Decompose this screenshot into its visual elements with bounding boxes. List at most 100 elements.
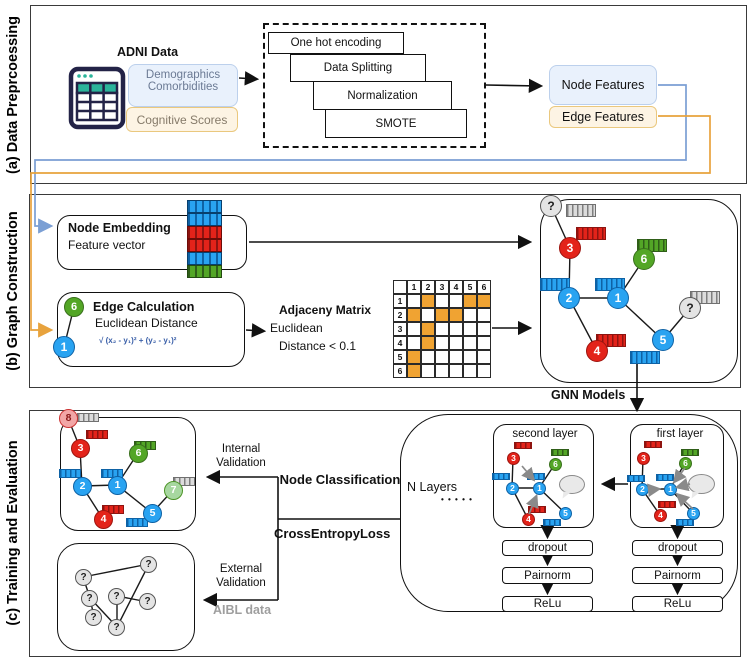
adjacency-cell: 6 bbox=[393, 364, 407, 378]
edge-calculation-title: Edge Calculation bbox=[93, 300, 195, 314]
graph-node-4: 4 bbox=[94, 510, 113, 529]
step-label: Normalization bbox=[347, 89, 418, 102]
aibl-data-label: AIBL data bbox=[212, 603, 272, 617]
embedding-stack-row-blue bbox=[187, 213, 222, 226]
feature-bar-blue bbox=[59, 469, 81, 478]
adjacency-cell: 3 bbox=[435, 280, 449, 294]
embedding-stack-row-red bbox=[187, 226, 222, 239]
edge-features-label: Edge Features bbox=[562, 110, 644, 124]
feature-bar-blue bbox=[543, 519, 561, 526]
adjacency-cell bbox=[449, 364, 463, 378]
adjacency-cell bbox=[421, 364, 435, 378]
step-smote: SMOTE bbox=[325, 109, 467, 138]
internal-label-line1: Internal bbox=[221, 443, 261, 455]
adjacency-cell bbox=[477, 350, 491, 364]
graph-node-4: 4 bbox=[586, 340, 608, 362]
graph-node-1: 1 bbox=[53, 336, 75, 358]
adjacency-cell bbox=[407, 322, 421, 336]
pairnorm-box: Pairnorm bbox=[632, 567, 723, 584]
adjacency-cell: 1 bbox=[407, 280, 421, 294]
adjacency-cell bbox=[393, 280, 407, 294]
relu-box: ReLu bbox=[632, 596, 723, 612]
comorbidities-label: Comorbidities bbox=[147, 81, 219, 93]
adjacency-cell bbox=[477, 308, 491, 322]
adjacency-matrix-title: Adjaceny Matrix bbox=[279, 303, 372, 317]
adjacency-condition-line2: Distance < 0.1 bbox=[279, 339, 357, 353]
adjacency-cell: 4 bbox=[393, 336, 407, 350]
adjacency-condition-line1: Euclidean bbox=[270, 321, 323, 335]
adjacency-cell: 2 bbox=[421, 280, 435, 294]
adjacency-cell bbox=[421, 322, 435, 336]
graph-node-2: 2 bbox=[73, 477, 92, 496]
pairnorm-label: Pairnorm bbox=[654, 569, 701, 582]
adjacency-cell bbox=[407, 294, 421, 308]
feature-bar-blue bbox=[676, 519, 694, 526]
feature-bar-blue bbox=[492, 473, 510, 480]
graph-node-unknown: ? bbox=[81, 590, 98, 607]
feature-bar-green bbox=[681, 449, 699, 456]
adni-data-title: ADNI Data bbox=[116, 45, 179, 59]
graph-node-unknown: ? bbox=[108, 619, 125, 636]
graph-node-unknown: ? bbox=[139, 593, 156, 610]
demographics-label: Demographics bbox=[145, 69, 221, 81]
adjacency-cell bbox=[463, 364, 477, 378]
graph-node-6: 6 bbox=[679, 457, 692, 470]
first-layer-label: first layer bbox=[656, 428, 704, 440]
embedding-stack-row-green bbox=[187, 265, 222, 278]
message-bubble-icon bbox=[559, 475, 585, 494]
relu-label: ReLu bbox=[533, 598, 562, 610]
embedding-stack-row-blue bbox=[187, 200, 222, 213]
graph-node-unknown: ? bbox=[679, 297, 701, 319]
second-layer-label: second layer bbox=[512, 428, 578, 440]
feature-bar-red bbox=[576, 227, 606, 240]
section-b-label: (b) Graph Construction bbox=[5, 211, 21, 371]
pairnorm-box: Pairnorm bbox=[502, 567, 593, 584]
adjacency-cell: 5 bbox=[393, 350, 407, 364]
adjacency-cell bbox=[463, 308, 477, 322]
adjacency-cell bbox=[463, 350, 477, 364]
node-classification-label: Node Classification bbox=[279, 472, 401, 487]
adjacency-cell bbox=[477, 294, 491, 308]
graph-node-3: 3 bbox=[507, 452, 520, 465]
pairnorm-label: Pairnorm bbox=[524, 569, 571, 582]
step-label: SMOTE bbox=[375, 117, 417, 130]
adjacency-cell bbox=[449, 336, 463, 350]
adjacency-cell bbox=[435, 308, 449, 322]
step-normalization: Normalization bbox=[313, 81, 452, 110]
embedding-stack-row-red bbox=[187, 239, 222, 252]
graph-node-6: 6 bbox=[549, 458, 562, 471]
adjacency-cell bbox=[449, 294, 463, 308]
feature-bar-red bbox=[528, 506, 546, 513]
feature-bar-red bbox=[514, 442, 532, 449]
graph-node-5: 5 bbox=[652, 329, 674, 351]
feature-bar-red bbox=[658, 501, 676, 508]
feature-bar-blue bbox=[656, 474, 674, 481]
graph-node-5: 5 bbox=[687, 507, 700, 520]
relu-label: ReLu bbox=[663, 598, 692, 610]
euclidean-formula: √ (x₂ - y₁)² + (y₂ - y₁)² bbox=[99, 336, 177, 345]
graph-node-2: 2 bbox=[558, 287, 580, 309]
graph-node-unknown: ? bbox=[540, 195, 562, 217]
adjacency-cell bbox=[463, 294, 477, 308]
node-features-label: Node Features bbox=[561, 78, 645, 92]
message-bubble-icon bbox=[688, 474, 715, 494]
internal-label-line2: Validation bbox=[216, 457, 266, 470]
graph-node-5: 5 bbox=[559, 507, 572, 520]
adjacency-cell bbox=[407, 350, 421, 364]
adjacency-cell bbox=[435, 322, 449, 336]
adjacency-cell: 4 bbox=[449, 280, 463, 294]
adjacency-cell: 5 bbox=[463, 280, 477, 294]
dropout-box: dropout bbox=[632, 540, 723, 556]
section-c-label: (c) Training and Evaluation bbox=[5, 440, 21, 626]
gnn-models-label: GNN Models bbox=[551, 388, 626, 402]
adjacency-cell bbox=[435, 364, 449, 378]
graph-node-1: 1 bbox=[533, 482, 546, 495]
n-layers-label: N Layers bbox=[407, 480, 458, 494]
graph-node-unknown: ? bbox=[140, 556, 157, 573]
step-label: Data Splitting bbox=[323, 62, 393, 74]
graph-node-unknown: ? bbox=[75, 569, 92, 586]
feature-bar-gray bbox=[566, 204, 596, 217]
external-label-line1: External bbox=[219, 563, 263, 575]
spreadsheet-icon bbox=[68, 66, 126, 130]
